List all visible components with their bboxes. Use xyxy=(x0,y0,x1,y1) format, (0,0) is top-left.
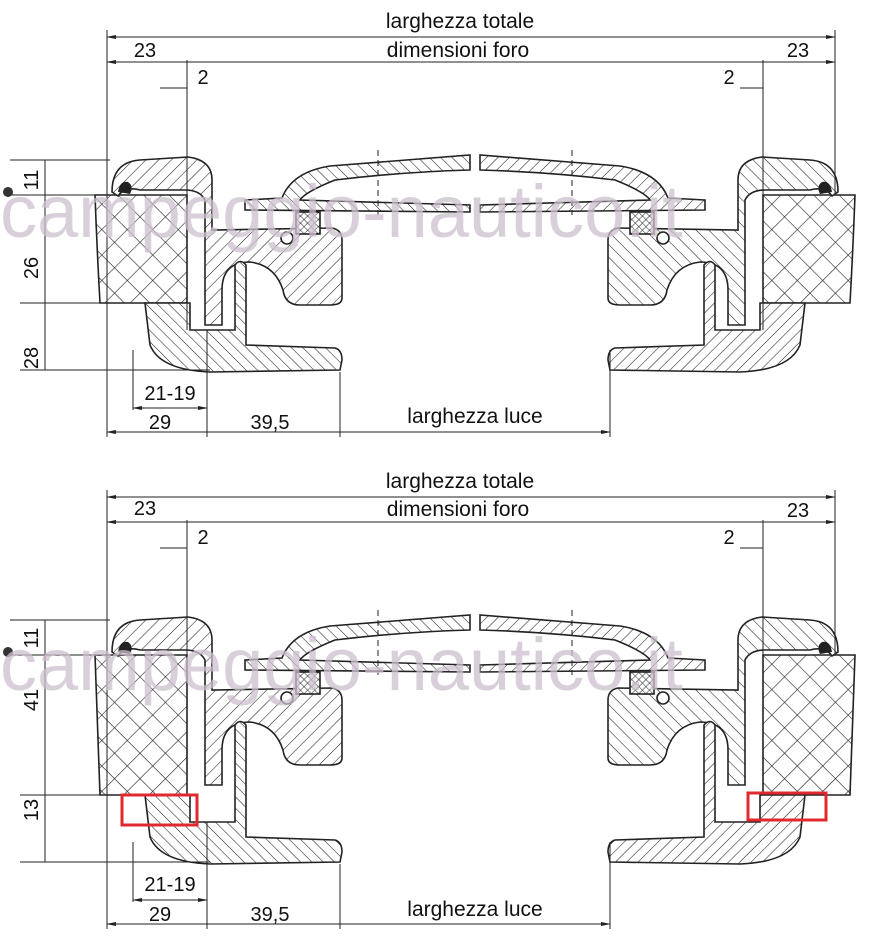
dim-middle-label: 26 xyxy=(21,257,43,279)
panel-2-labels: larghezza totale dimensioni foro 23 23 2… xyxy=(21,470,809,926)
dim-bottom-label: 28 xyxy=(21,347,43,369)
left-gap-label: 2 xyxy=(197,527,208,549)
panel-1-labels: larghezza totale dimensioni foro 23 23 2… xyxy=(21,10,809,434)
range-label: 21-19 xyxy=(144,383,195,405)
seal-ring xyxy=(656,691,670,705)
right-margin-label: 23 xyxy=(787,40,809,62)
left-section xyxy=(94,150,471,373)
frame-profile xyxy=(111,156,343,326)
hatch-lid xyxy=(244,154,471,213)
seal-ring xyxy=(280,231,294,245)
dim-top-label: 11 xyxy=(21,170,43,191)
left-section xyxy=(94,610,471,865)
left-margin-label: 23 xyxy=(134,498,156,520)
panel-1 xyxy=(3,30,856,437)
offset-label: 29 xyxy=(149,904,171,926)
gasket xyxy=(629,671,655,695)
frame-profile xyxy=(111,616,343,786)
panel-2 xyxy=(3,490,856,929)
gasket xyxy=(629,211,655,235)
edge-seal xyxy=(118,181,132,194)
insulation-foam xyxy=(762,654,856,796)
seal-ring xyxy=(656,231,670,245)
dim-middle-label: 41 xyxy=(21,689,43,711)
lower-flange xyxy=(607,260,806,373)
left-gap-label: 2 xyxy=(197,67,208,89)
clear-width-label: larghezza luce xyxy=(407,898,542,921)
edge-seal xyxy=(118,641,132,654)
watermark: campeggio-nautico.it xyxy=(0,170,683,253)
hole-size-label: dimensioni foro xyxy=(387,39,529,62)
frame-profile xyxy=(607,616,839,786)
lower-flange xyxy=(144,720,343,865)
edge-seal xyxy=(818,181,832,194)
frame-profile xyxy=(607,156,839,326)
seal-ring xyxy=(280,691,294,705)
left-margin-label: 23 xyxy=(134,40,156,62)
right-section xyxy=(479,610,856,865)
highlight-box-left xyxy=(120,793,199,827)
hole-size-label: dimensioni foro xyxy=(387,498,529,521)
hatch-lid xyxy=(479,614,706,673)
right-gap-label: 2 xyxy=(723,527,734,549)
reference-dot-icon xyxy=(3,647,13,657)
lower-flange xyxy=(607,720,806,865)
offset-label: 29 xyxy=(149,412,171,434)
edge-seal xyxy=(818,641,832,654)
hatch-lid xyxy=(479,154,706,213)
total-width-label: larghezza totale xyxy=(386,470,534,493)
range-label: 21-19 xyxy=(144,874,195,896)
right-gap-label: 2 xyxy=(723,67,734,89)
total-width-label: larghezza totale xyxy=(386,10,534,33)
gasket xyxy=(295,211,321,235)
right-section xyxy=(479,150,856,373)
inner-label: 39,5 xyxy=(251,904,290,926)
highlight-box-right xyxy=(746,791,828,822)
lower-flange xyxy=(144,260,343,373)
dim-top-label: 11 xyxy=(21,628,43,649)
gasket xyxy=(295,671,321,695)
reference-dot-icon xyxy=(3,187,13,197)
insulation-foam xyxy=(762,194,856,304)
watermark: campeggio-nautico.it xyxy=(0,623,683,706)
inner-label: 39,5 xyxy=(251,412,290,434)
hatch-lid xyxy=(244,614,471,673)
dim-bottom-label: 13 xyxy=(21,799,43,821)
clear-width-label: larghezza luce xyxy=(407,405,542,428)
right-margin-label: 23 xyxy=(787,500,809,522)
